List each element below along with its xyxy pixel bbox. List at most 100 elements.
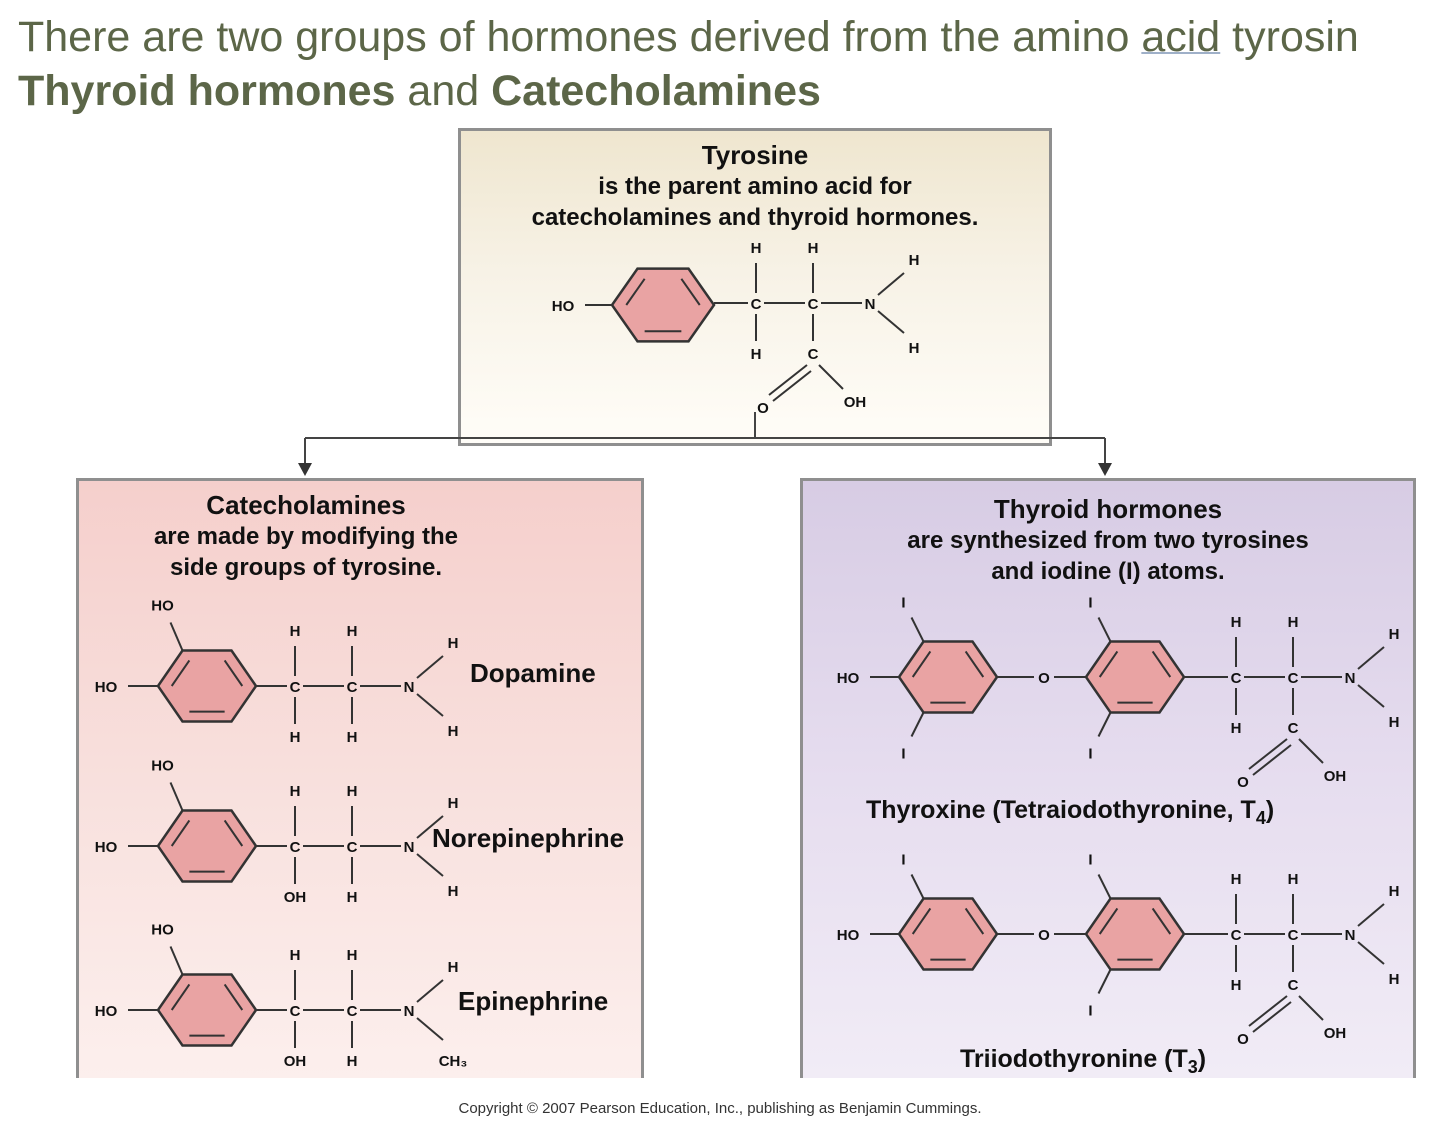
tyrosine-desc-2: catecholamines and thyroid hormones. xyxy=(531,204,979,231)
atom-label: C xyxy=(347,1003,358,1020)
atom-label: HO xyxy=(95,839,118,856)
atom-label: H xyxy=(751,346,762,363)
intro-line-2: Thyroid hormones and Catecholamines xyxy=(18,64,1440,118)
catecholamines-title: Catecholamines xyxy=(206,490,406,520)
atom-label: H xyxy=(1389,883,1400,900)
bond xyxy=(1252,1001,1292,1033)
atom-label: HO xyxy=(552,298,575,315)
atom-label: OH xyxy=(1324,768,1347,785)
atom-label: N xyxy=(1345,670,1356,687)
tyrosine-caption: Tyrosine is the parent amino acid for ca… xyxy=(458,140,1052,233)
double-bond xyxy=(625,278,646,306)
atom-label: HO xyxy=(151,597,174,614)
atom-label: H xyxy=(1231,720,1242,737)
bond xyxy=(1357,646,1385,670)
intro-text: There are two groups of hormones derived… xyxy=(18,10,1440,118)
double-bond xyxy=(170,659,191,687)
atom-label: C xyxy=(1288,927,1299,944)
bond xyxy=(877,272,905,296)
bond xyxy=(169,946,184,975)
atom-label: HO xyxy=(837,927,860,944)
atom-label: C xyxy=(1231,670,1242,687)
atom-label: C xyxy=(808,346,819,363)
atom-label: C xyxy=(347,839,358,856)
atom-label: H xyxy=(290,623,301,640)
atom-label: O xyxy=(1237,1031,1249,1048)
atom-label: H xyxy=(347,783,358,800)
double-bond xyxy=(911,650,932,678)
atom-label: O xyxy=(1237,774,1249,791)
bond xyxy=(1248,995,1288,1027)
atom-label: C xyxy=(808,296,819,313)
double-bond xyxy=(1098,907,1119,935)
atom-label: H xyxy=(347,889,358,906)
atom-label: H xyxy=(1231,871,1242,888)
atom-label: H xyxy=(909,252,920,269)
atom-label: I xyxy=(1088,851,1092,868)
intro-and: and xyxy=(395,67,492,115)
bond xyxy=(416,815,444,839)
tyrosine-title: Tyrosine xyxy=(701,140,809,170)
atom-label: N xyxy=(1345,927,1356,944)
atom-label: O xyxy=(1038,927,1050,944)
double-bond xyxy=(223,819,244,847)
bond xyxy=(169,782,184,811)
thyroid-title: Thyroid hormones xyxy=(993,494,1223,524)
atom-label: H xyxy=(347,729,358,746)
double-bond xyxy=(1151,650,1172,678)
bond xyxy=(1097,969,1112,994)
bond xyxy=(1298,738,1324,764)
intro-line-1: There are two groups of hormones derived… xyxy=(18,10,1440,64)
double-bond xyxy=(680,278,701,306)
bond xyxy=(910,617,925,642)
atom-label: H xyxy=(909,340,920,357)
atom-label: H xyxy=(448,723,459,740)
atom-label: H xyxy=(347,947,358,964)
copyright-notice: Copyright © 2007 Pearson Education, Inc.… xyxy=(458,1100,982,1117)
bond xyxy=(169,622,184,651)
atom-label: H xyxy=(290,947,301,964)
atom-label: C xyxy=(290,839,301,856)
atom-label: OH xyxy=(284,1053,307,1070)
atom-label: C xyxy=(290,679,301,696)
atom-label: N xyxy=(404,1003,415,1020)
atom-label: H xyxy=(1288,614,1299,631)
intro-underlined-word: acid xyxy=(1141,13,1221,61)
tyrosine-desc-1: is the parent amino acid for xyxy=(598,173,912,200)
bond xyxy=(416,853,444,877)
atom-label: HO xyxy=(151,921,174,938)
atom-label: HO xyxy=(95,1003,118,1020)
bond xyxy=(818,364,844,390)
bond xyxy=(877,310,905,334)
epinephrine-label: Epinephrine xyxy=(458,986,608,1016)
double-bond xyxy=(964,907,985,935)
arrow-to-thyroid xyxy=(1098,463,1112,476)
atom-label: H xyxy=(808,240,819,257)
bond xyxy=(1357,941,1385,965)
catecholamines-box xyxy=(76,478,644,1078)
atom-label: I xyxy=(1088,1003,1092,1020)
bond xyxy=(1298,995,1324,1021)
atom-label: C xyxy=(1288,977,1299,994)
atom-label: OH xyxy=(844,394,867,411)
bond xyxy=(1097,712,1112,737)
double-bond xyxy=(223,659,244,687)
intro-catecholamine-term: Catecholamines xyxy=(491,67,821,115)
norepinephrine-label: Norepinephrine xyxy=(432,823,624,853)
atom-label: H xyxy=(448,959,459,976)
bond xyxy=(1097,874,1112,899)
branch-connector xyxy=(304,412,1106,465)
atom-label: CH₃ xyxy=(439,1053,468,1070)
double-bond xyxy=(911,907,932,935)
atom-label: H xyxy=(448,635,459,652)
bond xyxy=(416,655,444,679)
atom-label: H xyxy=(1389,626,1400,643)
atom-label: N xyxy=(404,679,415,696)
atom-label: C xyxy=(290,1003,301,1020)
atom-label: H xyxy=(751,240,762,257)
